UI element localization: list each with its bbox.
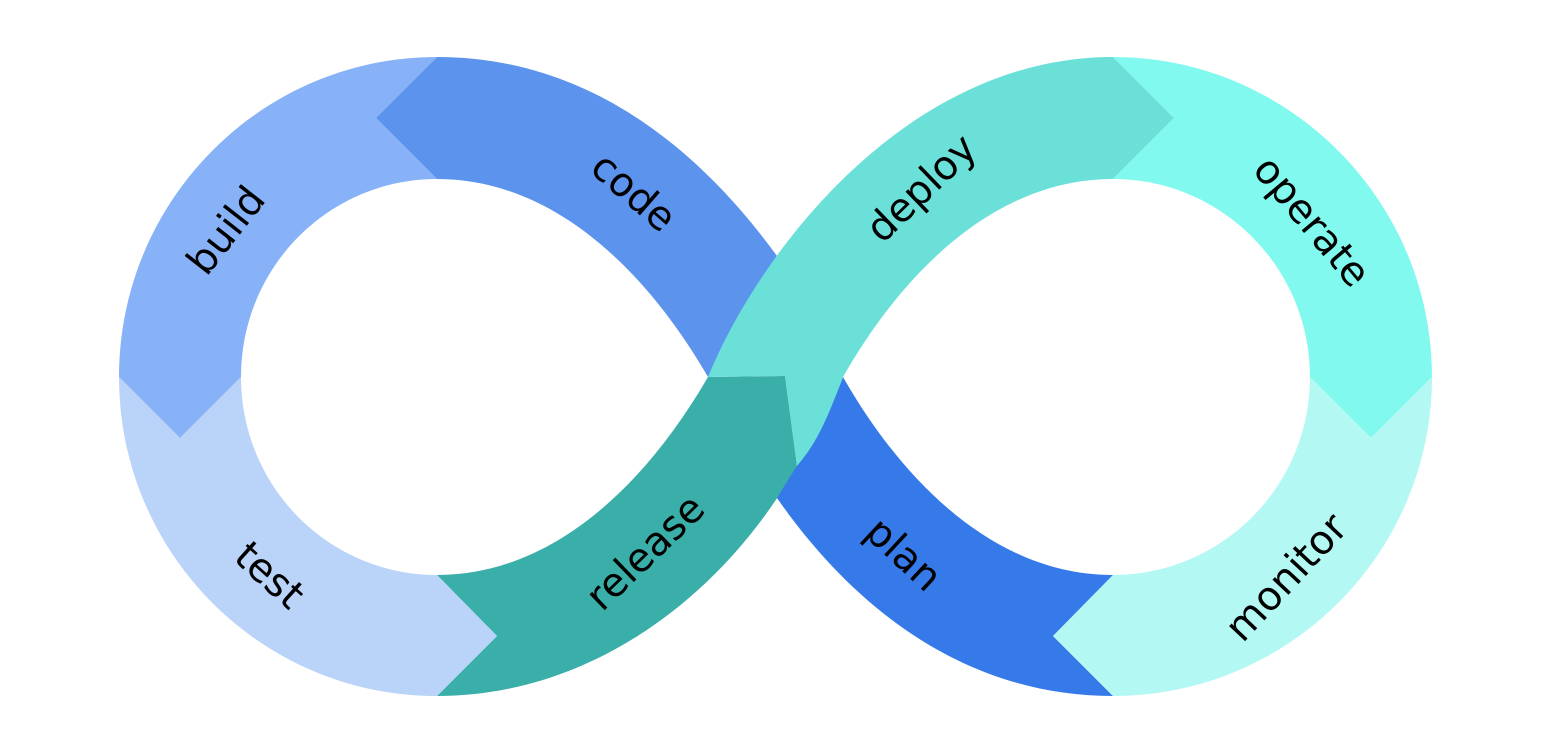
segment-monitor [1053,377,1432,696]
segment-plan [777,377,1113,696]
segment-code [376,57,777,377]
segment-test [119,377,497,696]
segment-deploy [708,57,1174,466]
segment-build [119,57,437,438]
segment-operate [1113,57,1432,438]
segment-release [437,376,797,696]
